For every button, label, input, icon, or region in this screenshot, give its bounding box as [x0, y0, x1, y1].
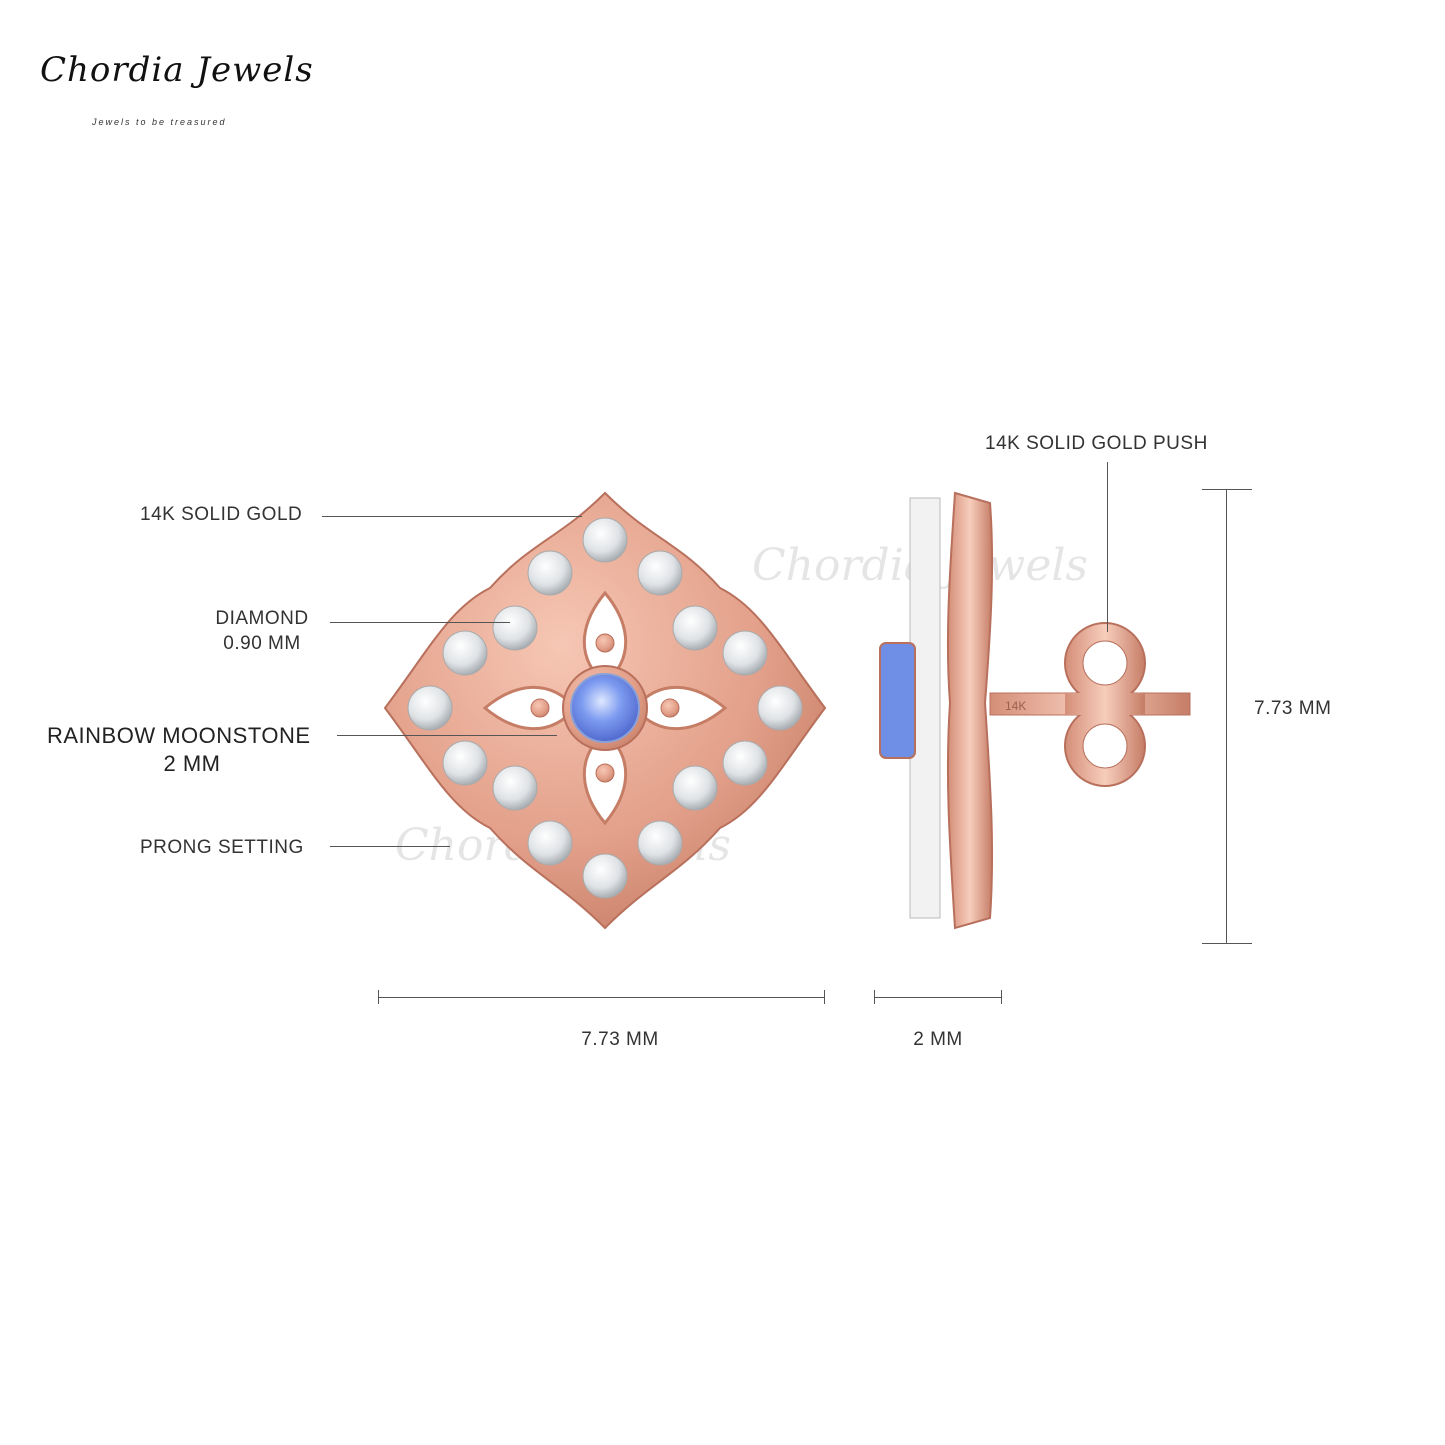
label-moonstone: RAINBOW MOONSTONE — [47, 723, 311, 748]
label-gold: 14K SOLID GOLD — [140, 504, 303, 525]
leader-line — [337, 735, 557, 736]
dimension-tick — [1202, 489, 1252, 490]
dimension-line-width — [378, 997, 824, 998]
earring-side-view — [879, 491, 1191, 930]
dimension-tick — [378, 990, 379, 1004]
dimension-height: 7.73 MM — [1254, 698, 1332, 719]
diamond-halo — [407, 517, 803, 899]
leader-line — [330, 622, 510, 623]
label-prong: PRONG SETTING — [140, 837, 304, 858]
earring-front-view — [383, 491, 827, 930]
gold-stamp: 14K — [1005, 699, 1027, 713]
label-diamond-size: 0.90 MM — [223, 633, 301, 654]
dimension-tick — [1202, 943, 1252, 944]
label-push: 14K SOLID GOLD PUSH — [985, 433, 1208, 454]
label-moonstone-size: 2 MM — [163, 751, 221, 776]
leader-line — [322, 516, 582, 517]
dimension-depth: 2 MM — [913, 1029, 963, 1050]
label-diamond: DIAMOND — [215, 608, 309, 629]
leader-line — [330, 846, 450, 847]
dimension-width: 7.73 MM — [581, 1029, 659, 1050]
dimension-tick — [1001, 990, 1002, 1004]
brand-logo: Chordia Jewels — [40, 50, 314, 90]
leader-line — [1107, 462, 1108, 632]
dimension-line-height — [1226, 489, 1227, 943]
dimension-line-depth — [874, 997, 1001, 998]
brand-tagline: Jewels to be treasured — [92, 117, 227, 127]
moonstone — [530, 633, 680, 783]
dimension-tick — [824, 990, 825, 1004]
dimension-tick — [874, 990, 875, 1004]
